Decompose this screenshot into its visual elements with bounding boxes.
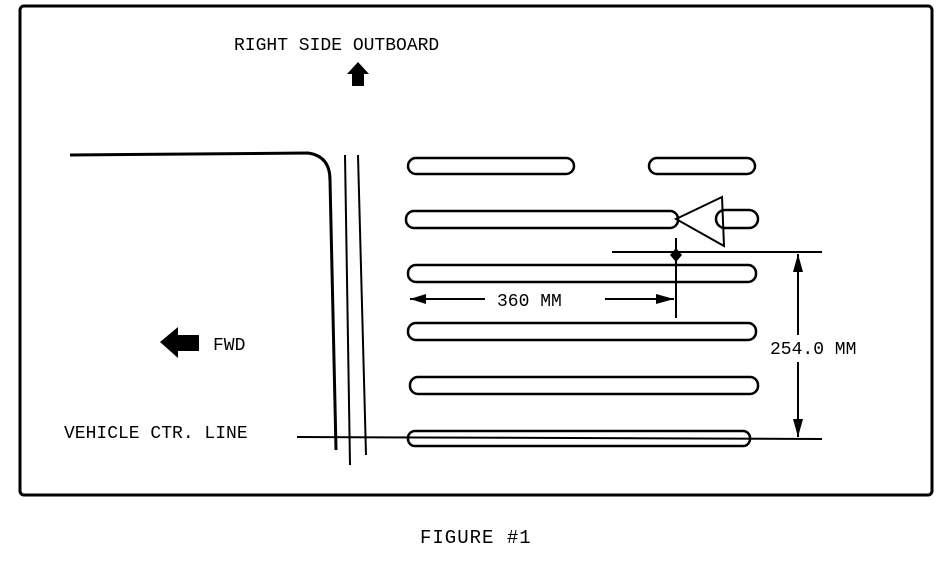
arrow-left-icon [160, 327, 199, 358]
fwd-label: FWD [213, 336, 245, 356]
vehicle-center-line-label: VEHICLE CTR. LINE [64, 424, 248, 444]
sensor-device [673, 195, 760, 248]
slot-top-left [406, 156, 576, 176]
figure-caption: FIGURE #1 [420, 527, 532, 549]
dim-254-arrow-top [793, 254, 803, 272]
vehicle-center-line [296, 436, 823, 440]
dim-360-label: 360 MM [497, 292, 562, 312]
vertical-line-left [344, 154, 351, 466]
sensor-point-diamond [670, 248, 682, 262]
dim-254-label: 254.0 MM [770, 340, 856, 360]
slot-sensor-row [404, 209, 680, 230]
dim-360-arrow-right [656, 294, 674, 304]
slot-row-5 [408, 375, 760, 396]
slot-top-right [647, 156, 757, 176]
body-outline [69, 151, 338, 451]
vertical-line-right [357, 154, 367, 456]
slot-row-6 [406, 429, 752, 448]
slot-row-3 [406, 263, 758, 284]
dim-360-arrow-left [410, 294, 426, 304]
figure-frame [18, 4, 934, 497]
dim-254-arrow-bottom [793, 419, 803, 437]
right-side-outboard-label: RIGHT SIDE OUTBOARD [234, 36, 439, 56]
slot-row-4 [406, 321, 758, 342]
arrow-up-icon [347, 62, 369, 86]
